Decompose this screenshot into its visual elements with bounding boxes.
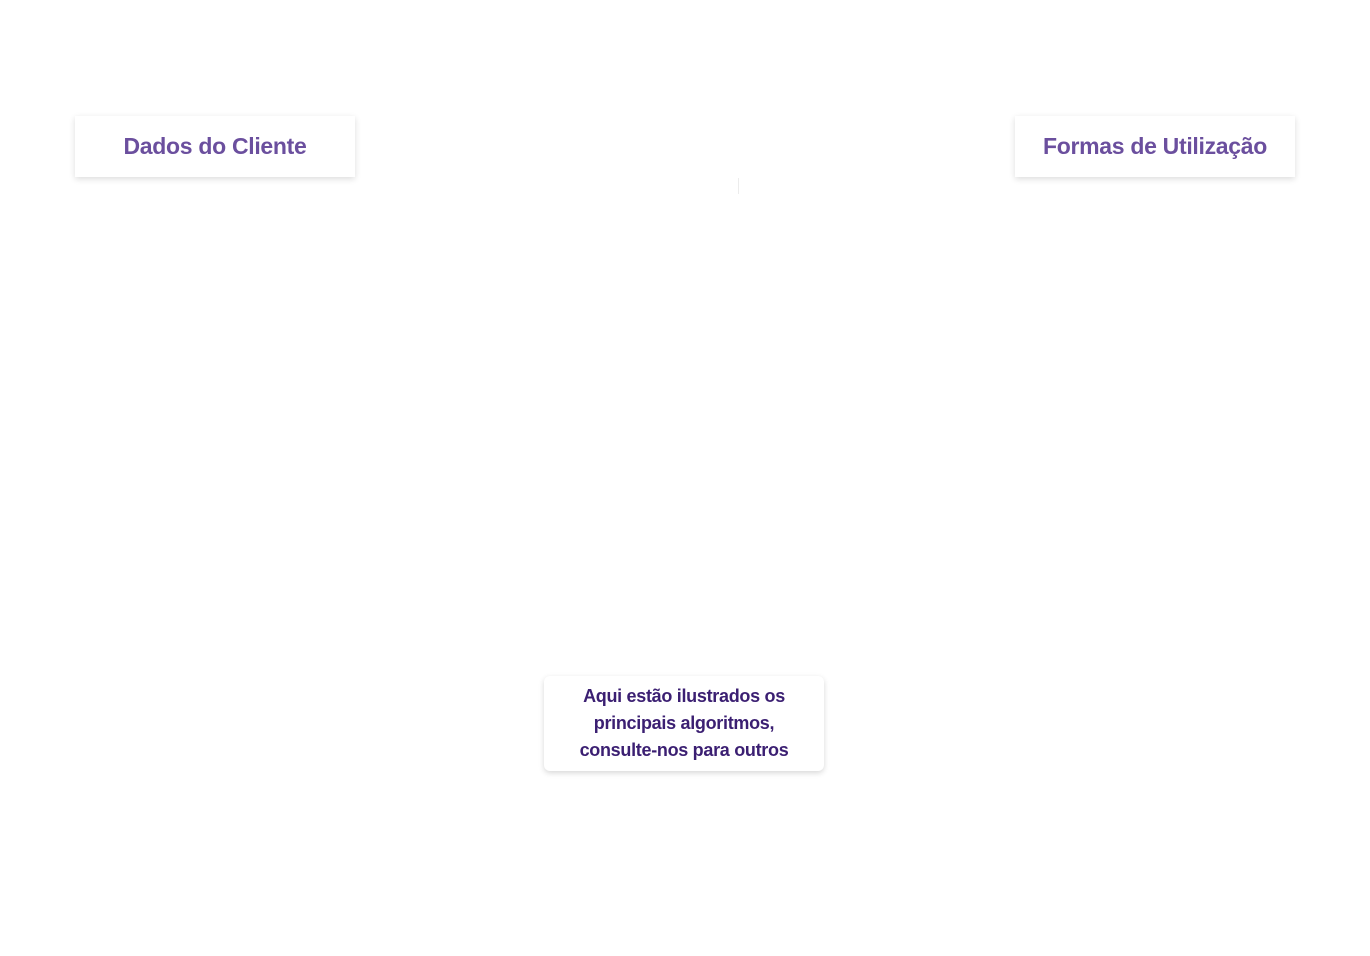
tab-dados-do-cliente-label: Dados do Cliente <box>123 133 307 159</box>
info-note-line-1: Aqui estão ilustrados os <box>583 686 785 706</box>
divider-line <box>738 178 739 194</box>
info-note-line-3: consulte-nos para outros <box>579 740 789 760</box>
info-note-card: Aqui estão ilustrados os principais algo… <box>544 676 824 771</box>
faint-divider <box>600 174 760 196</box>
tab-formas-de-utilizacao[interactable]: Formas de Utilização <box>1015 116 1295 177</box>
info-note-text: Aqui estão ilustrados os principais algo… <box>558 683 811 764</box>
tab-formas-de-utilizacao-label: Formas de Utilização <box>1042 133 1268 159</box>
tab-dados-do-cliente[interactable]: Dados do Cliente <box>75 116 355 177</box>
info-note-line-2: principais algoritmos, <box>593 713 775 733</box>
